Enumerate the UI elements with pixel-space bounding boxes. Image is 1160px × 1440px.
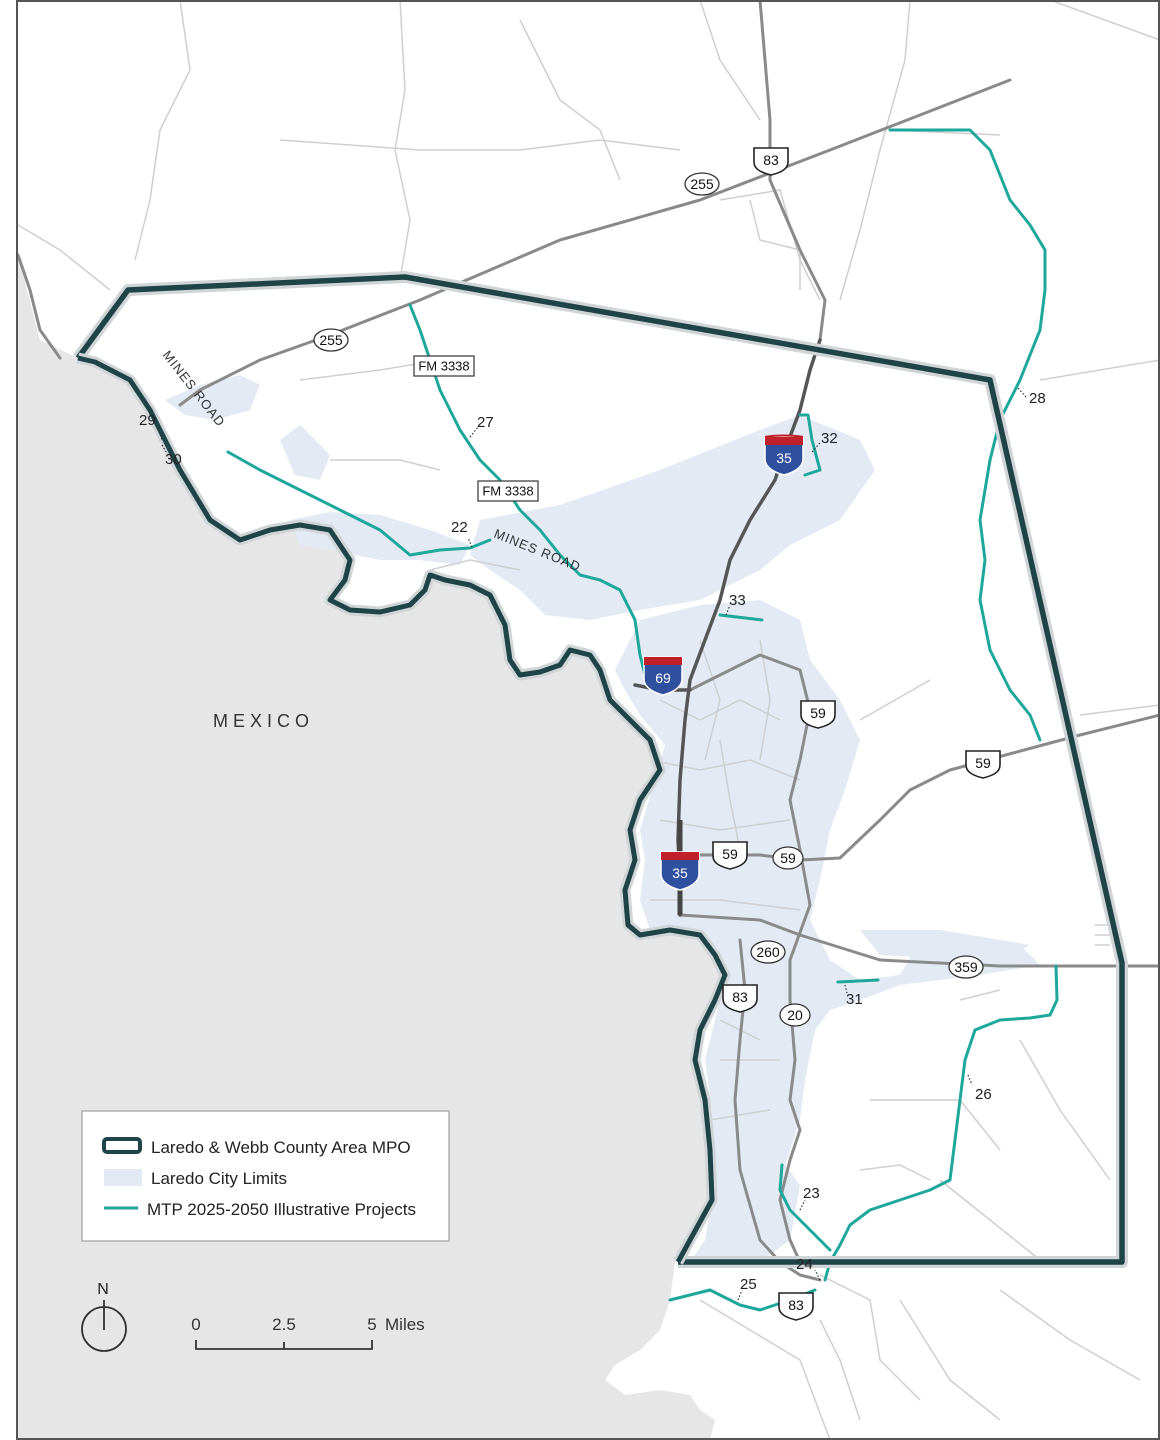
interstate-shield: 69 — [643, 656, 683, 696]
us-route-shield: 59 — [712, 841, 748, 870]
state-route-shield: 255 — [313, 328, 349, 352]
scale-tick-5: 5 — [367, 1315, 376, 1334]
project-label: 23 — [803, 1185, 820, 1202]
north-arrow: N — [81, 1281, 127, 1352]
scale-tick-0: 0 — [191, 1315, 200, 1334]
state-route-shield: 260 — [750, 940, 786, 964]
svg-text:FM 3338: FM 3338 — [482, 484, 533, 499]
svg-text:83: 83 — [788, 1297, 804, 1313]
project-label: 26 — [975, 1086, 992, 1103]
project-label: 29 — [139, 412, 156, 429]
interstate-shield: 35 — [660, 851, 700, 891]
project-label: 30 — [165, 451, 182, 468]
north-arrow-label: N — [97, 1281, 109, 1298]
us-route-shield: 59 — [965, 750, 1001, 779]
farm-road-label: FM 3338 — [413, 355, 475, 377]
project-label: 24 — [796, 1256, 813, 1273]
project-label: 25 — [740, 1276, 757, 1293]
minor-roads — [17, 0, 1160, 1440]
legend-swatch-city — [104, 1169, 142, 1186]
state-route-shield: 359 — [948, 955, 984, 979]
svg-text:59: 59 — [810, 705, 826, 721]
mexico-area — [18, 255, 725, 1440]
svg-text:59: 59 — [975, 755, 991, 771]
legend-label-city: Laredo City Limits — [151, 1169, 287, 1188]
project-label: 27 — [477, 414, 494, 431]
scale-tick-2-5: 2.5 — [272, 1315, 296, 1334]
us-route-shield: 83 — [778, 1292, 814, 1321]
farm-road-label: FM 3338 — [477, 480, 539, 502]
svg-text:83: 83 — [732, 989, 748, 1005]
us-route-shield: 83 — [722, 984, 758, 1013]
state-route-shield: 59 — [772, 846, 804, 870]
svg-text:35: 35 — [672, 865, 688, 881]
legend-label-mpo: Laredo & Webb County Area MPO — [151, 1138, 411, 1157]
svg-text:FM 3338: FM 3338 — [418, 359, 469, 374]
project-leaders — [157, 387, 1027, 1301]
project-label: 28 — [1029, 390, 1046, 407]
project-label: 31 — [846, 991, 863, 1008]
legend: Laredo & Webb County Area MPO Laredo Cit… — [81, 1110, 450, 1242]
svg-text:255: 255 — [319, 332, 343, 348]
svg-text:255: 255 — [690, 176, 714, 192]
project-lines — [226, 128, 1059, 1312]
svg-text:59: 59 — [780, 850, 796, 866]
project-label: 33 — [729, 592, 746, 609]
legend-swatch-mpo — [102, 1137, 142, 1154]
us-route-shield: 59 — [800, 700, 836, 729]
mpo-boundary — [73, 271, 1128, 1268]
scale-bar: 0 2.5 5 Miles — [191, 1315, 425, 1350]
us-route-shield: 83 — [753, 147, 789, 176]
svg-text:260: 260 — [756, 944, 780, 960]
state-route-shield: 255 — [684, 172, 720, 196]
svg-text:69: 69 — [655, 670, 671, 686]
svg-text:83: 83 — [763, 152, 779, 168]
svg-text:20: 20 — [787, 1007, 803, 1023]
svg-text:35: 35 — [776, 450, 792, 466]
interstate-shield: 35 — [764, 434, 804, 476]
state-route-shield: 20 — [779, 1003, 811, 1027]
legend-label-project: MTP 2025-2050 Illustrative Projects — [147, 1200, 416, 1219]
project-label: 22 — [451, 519, 468, 536]
project-label: 32 — [821, 430, 838, 447]
svg-text:359: 359 — [954, 959, 978, 975]
svg-text:59: 59 — [722, 846, 738, 862]
country-label: MEXICO — [213, 711, 314, 731]
scale-unit: Miles — [385, 1315, 425, 1334]
map-frame — [16, 0, 1160, 1440]
